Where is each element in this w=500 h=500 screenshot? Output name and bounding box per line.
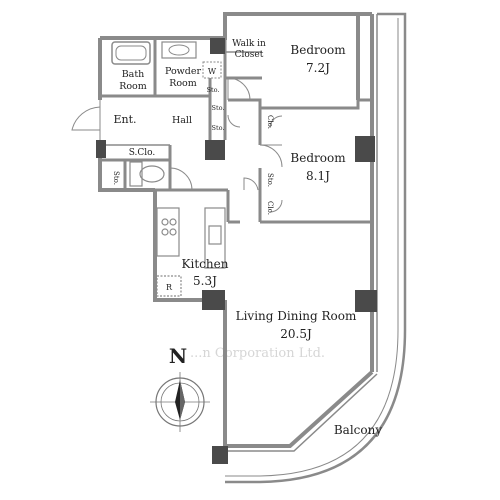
bathtub-icon [111, 41, 151, 65]
bedroom2-size: 8.1J [306, 169, 330, 183]
closet-label-2: Clo. [266, 201, 274, 215]
walk-in-closet-line2: Closet [235, 50, 264, 60]
bath-line1: Bath [122, 69, 145, 80]
structural-pillars [96, 38, 377, 464]
door-swings [71, 77, 283, 213]
ldk-name: Living Dining Room [236, 309, 357, 323]
storage-label-toilet: Sto. [112, 171, 120, 185]
kitchen-name: Kitchen [182, 257, 229, 271]
facade-windows [225, 14, 378, 452]
walk-in-closet-line1: Walk in [232, 39, 266, 49]
balcony-label: Balcony [334, 423, 382, 437]
storage-label-2: Sto. [212, 104, 225, 112]
bedroom2-name: Bedroom [290, 151, 346, 165]
storage-label-3: Sto. [212, 124, 225, 132]
powder-line2: Room [169, 78, 197, 89]
kitchen-counter [156, 207, 226, 297]
refrigerator-label: R [166, 283, 173, 292]
bedroom1-size: 7.2J [306, 61, 330, 75]
ldk-size: 20.5J [280, 327, 312, 341]
shoe-closet-label: S.Clo. [129, 148, 156, 158]
watermark-text: ...n Corporation Ltd. [190, 346, 325, 361]
compass-letter: N [169, 344, 187, 368]
closet-label-1: Clo. [266, 115, 274, 129]
bath-line2: Room [119, 81, 147, 92]
compass-icon: N [150, 344, 210, 432]
storage-label-bedroom2: Sto. [266, 173, 274, 187]
sink-icon [161, 41, 197, 59]
toilet-icon [129, 161, 165, 187]
washer-icon [202, 61, 222, 79]
entrance-label: Ent. [113, 113, 136, 126]
washer-label: W [208, 67, 217, 76]
powder-line1: Powder [165, 66, 202, 77]
storage-label-1: Sto. [207, 86, 220, 94]
hall-label: Hall [172, 115, 192, 126]
bedroom1-name: Bedroom [290, 43, 346, 57]
balcony-outline [225, 12, 407, 484]
kitchen-size: 5.3J [193, 274, 217, 288]
room-labels: Bedroom 7.2J Walk in Closet Bedroom 8.1J… [112, 39, 382, 437]
